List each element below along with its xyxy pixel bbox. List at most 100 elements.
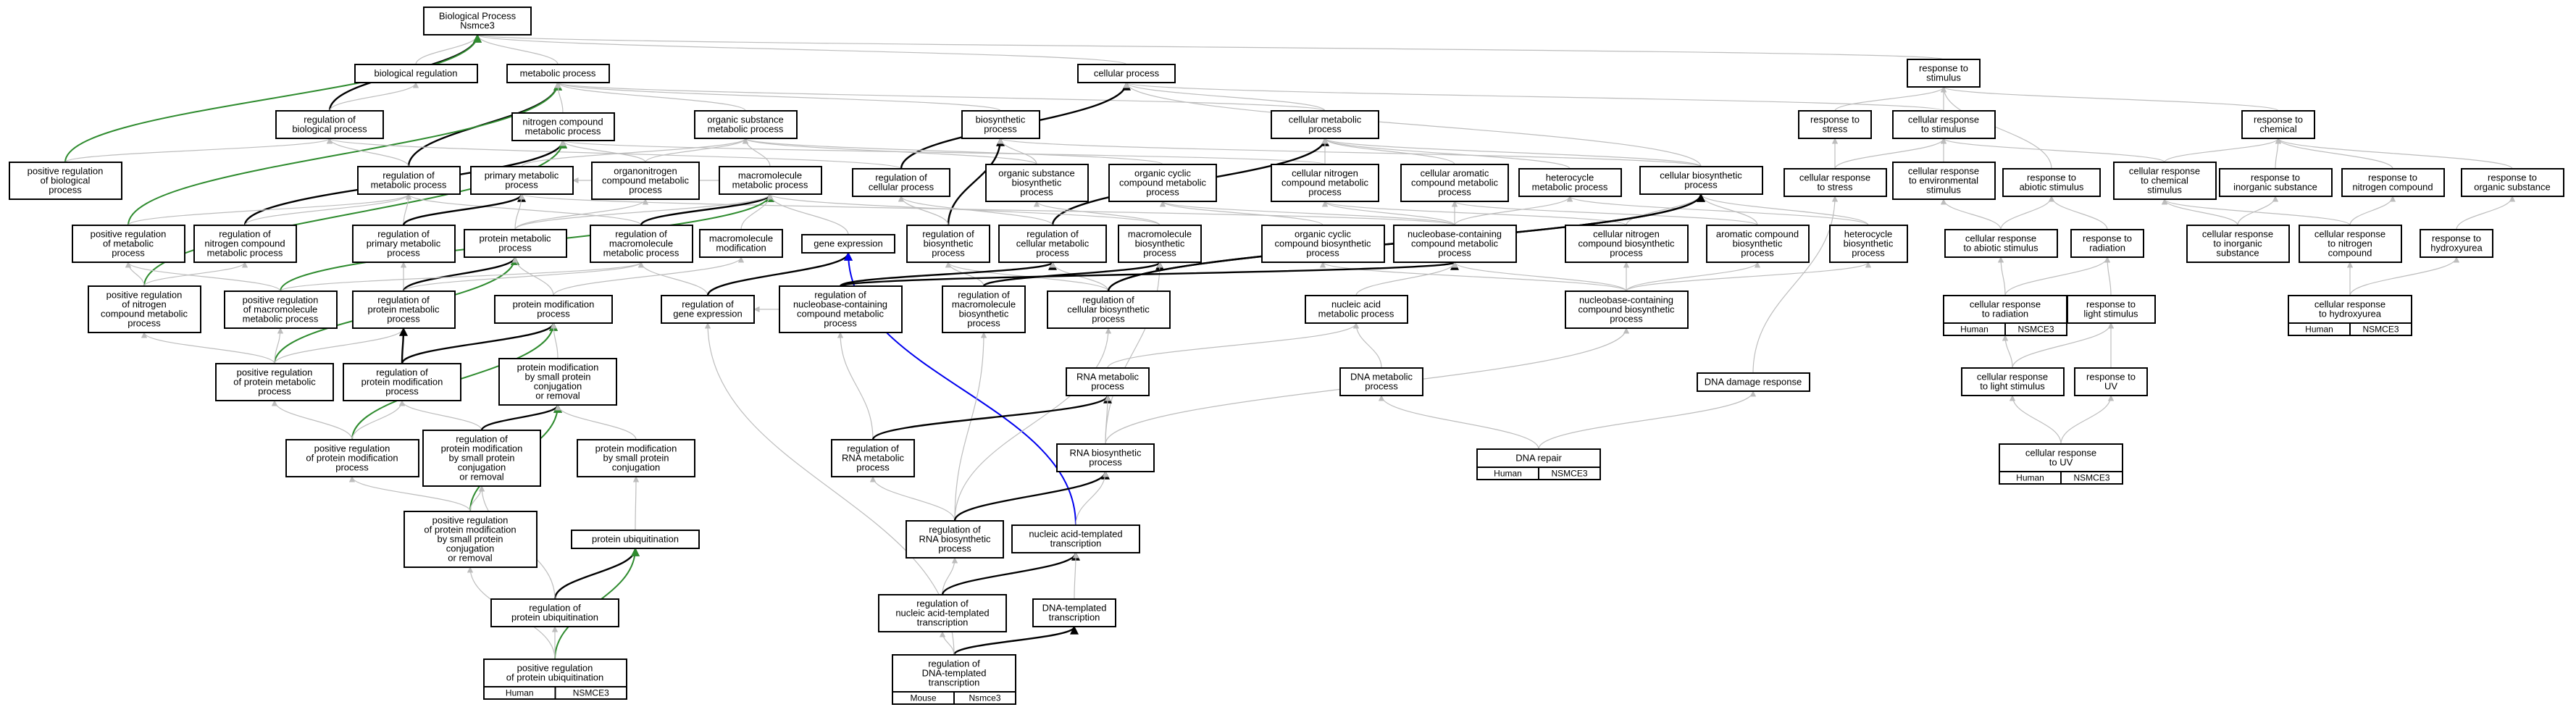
- edge-regcellbio-to-regcellmet: [1049, 262, 1109, 292]
- term-node-geneexp[interactable]: gene expression: [801, 234, 895, 254]
- term-node-dnadamage[interactable]: DNA damage response: [1697, 372, 1810, 392]
- term-node-regdnatrans[interactable]: regulation ofDNA-templatedtranscriptionM…: [892, 654, 1016, 705]
- term-node-cellproc[interactable]: cellular process: [1077, 64, 1176, 83]
- term-label: process: [984, 124, 1017, 135]
- term-box: [1305, 295, 1408, 324]
- term-node-bioreg[interactable]: biological regulation: [354, 64, 478, 83]
- term-label: process: [856, 462, 890, 473]
- term-node-protubiq[interactable]: protein ubiquitination: [571, 530, 700, 549]
- term-node-metproc[interactable]: metabolic process: [506, 64, 610, 83]
- term-node-regnucmet[interactable]: regulation ofnucleobase-containingcompou…: [779, 285, 903, 333]
- term-box: [2341, 168, 2445, 197]
- edge-protmet-to-orgnitro: [514, 198, 649, 230]
- edge-regnucmet-to-nucmet: [839, 261, 1459, 288]
- term-label: stimulus: [2147, 185, 2182, 196]
- term-box: [490, 598, 619, 627]
- term-node-regmacrobio[interactable]: regulation ofmacromoleculebiosyntheticpr…: [942, 285, 1026, 333]
- term-box: [1565, 290, 1689, 329]
- term-label: biosynthetic: [1733, 238, 1783, 249]
